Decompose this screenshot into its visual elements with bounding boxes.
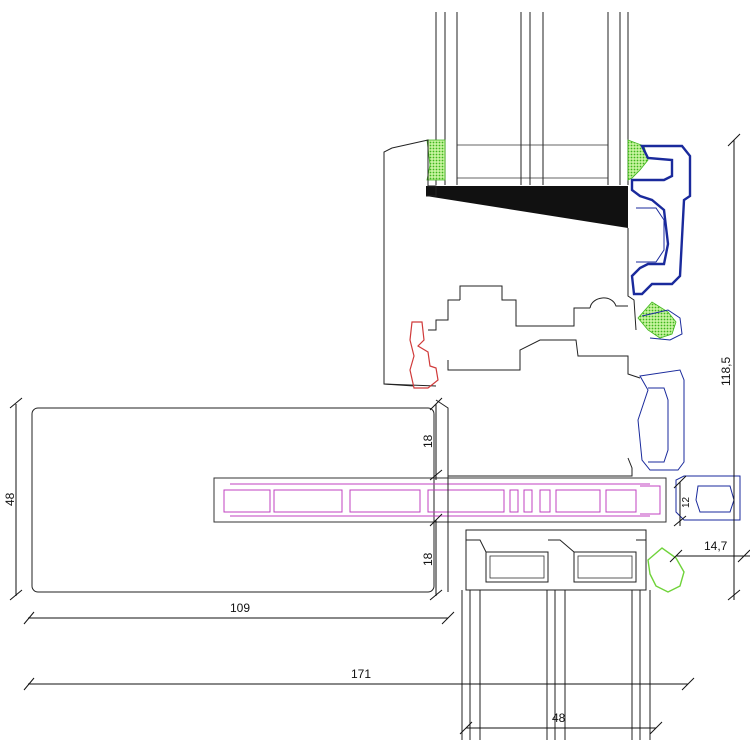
red-gasket	[409, 321, 439, 389]
dim-171-label: 171	[351, 667, 371, 681]
dim-18-top-label: 18	[421, 434, 435, 448]
dim-48-left-label: 48	[3, 492, 17, 506]
dim-18-bottom-label: 18	[421, 552, 435, 566]
upper-glazing	[435, 12, 629, 185]
dim-14-7-label: 14,7	[704, 539, 728, 553]
main-frame-profile	[383, 139, 641, 477]
dim-48-bottom-label: 48	[552, 711, 566, 725]
dim-12-label: 12	[681, 496, 692, 508]
blue-profiles	[630, 144, 741, 521]
green-gaskets	[426, 139, 685, 593]
dimension-lines	[9, 133, 750, 735]
dim-109-label: 109	[230, 601, 250, 615]
panel-outer-rect	[31, 407, 435, 593]
lower-glazing	[447, 476, 651, 740]
dim-118-5-label: 118,5	[719, 357, 733, 386]
glazing-bead	[426, 186, 628, 228]
